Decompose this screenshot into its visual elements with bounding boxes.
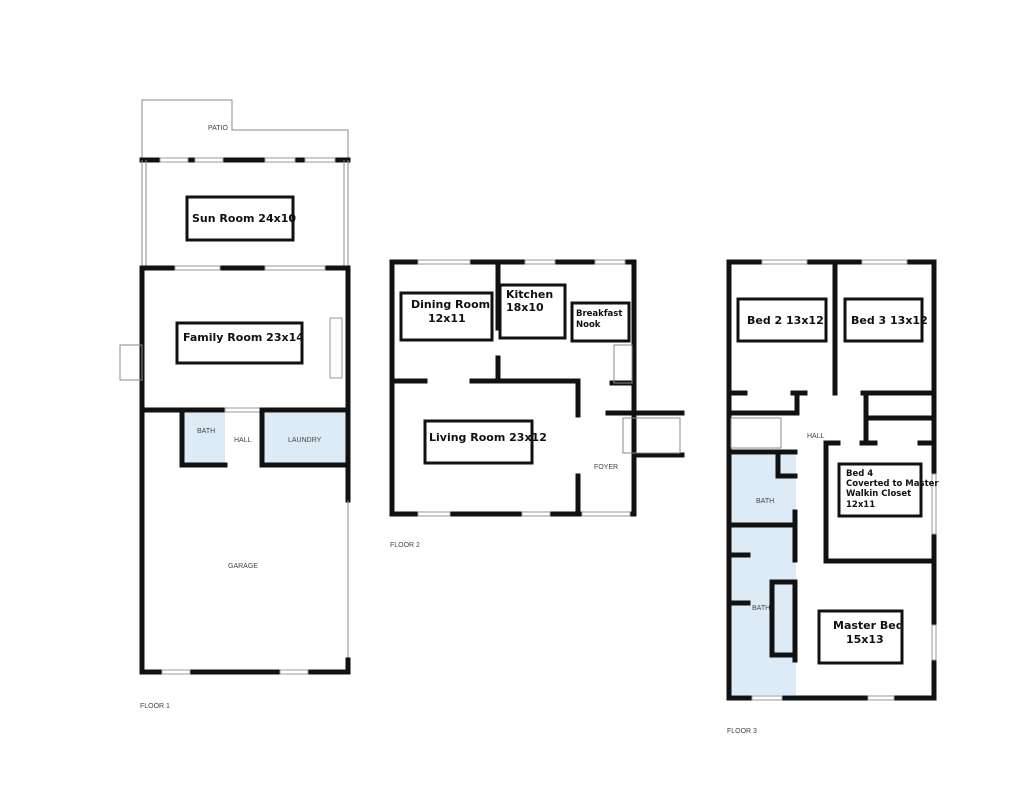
bed-4-label: Bed 4: [846, 469, 873, 479]
floor-3: Bed 2 13x12 Bed 3 13x12 HALL Bed 4 Cover…: [726, 259, 939, 735]
floor-1: PATIO Sun Room 24x10 Family Room 23x14 B…: [119, 99, 351, 710]
stairs-floor2-inner: [613, 344, 633, 384]
sun-room-label: Sun Room 24x10: [192, 212, 296, 225]
breakfast-nook-label: Breakfast: [576, 309, 622, 319]
breakfast-nook-label-2: Nook: [576, 320, 601, 330]
fireplace: [329, 317, 343, 379]
bath-fill: [731, 455, 796, 695]
dining-room-size: 12x11: [428, 312, 466, 325]
bed-4-note: Coverted to Master: [846, 479, 939, 489]
stairs-floor3: [730, 417, 782, 449]
bath-label: BATH: [197, 428, 215, 435]
living-room-label: Living Room 23x12: [429, 431, 547, 444]
bed-3-label: Bed 3 13x12: [851, 314, 928, 327]
foyer-label: FOYER: [594, 464, 618, 471]
bed-4-note-2: Walkin Closet: [846, 489, 911, 499]
stairs-floor1: [119, 344, 143, 381]
bath-label-1: BATH: [756, 498, 774, 505]
stairs-floor2: [622, 417, 681, 454]
bed-2-label: Bed 2 13x12: [747, 314, 824, 327]
kitchen-label: Kitchen: [506, 288, 553, 301]
floor-1-label: FLOOR 1: [140, 703, 170, 710]
hall-label: HALL: [807, 433, 825, 440]
bath-label-2: BATH: [752, 605, 770, 612]
master-bed-label: Master Bed: [833, 619, 904, 632]
master-bed-size: 15x13: [846, 633, 884, 646]
patio-outline: [141, 99, 349, 160]
dining-room-label: Dining Room: [411, 298, 490, 311]
hall-label: HALL: [234, 437, 252, 444]
floor-3-label: FLOOR 3: [727, 728, 757, 735]
family-room-label: Family Room 23x14: [183, 331, 304, 344]
patio-label: PATIO: [208, 125, 229, 132]
floor-2-label: FLOOR 2: [390, 542, 420, 549]
kitchen-size: 18x10: [506, 301, 544, 314]
laundry-fill: [262, 413, 346, 465]
laundry-label: LAUNDRY: [288, 437, 322, 444]
garage-label: GARAGE: [228, 563, 258, 570]
bath-fill: [183, 413, 225, 465]
floor-2: Dining Room 12x11 Kitchen 18x10 Breakfas…: [389, 259, 685, 549]
bed-4-size: 12x11: [846, 500, 875, 510]
